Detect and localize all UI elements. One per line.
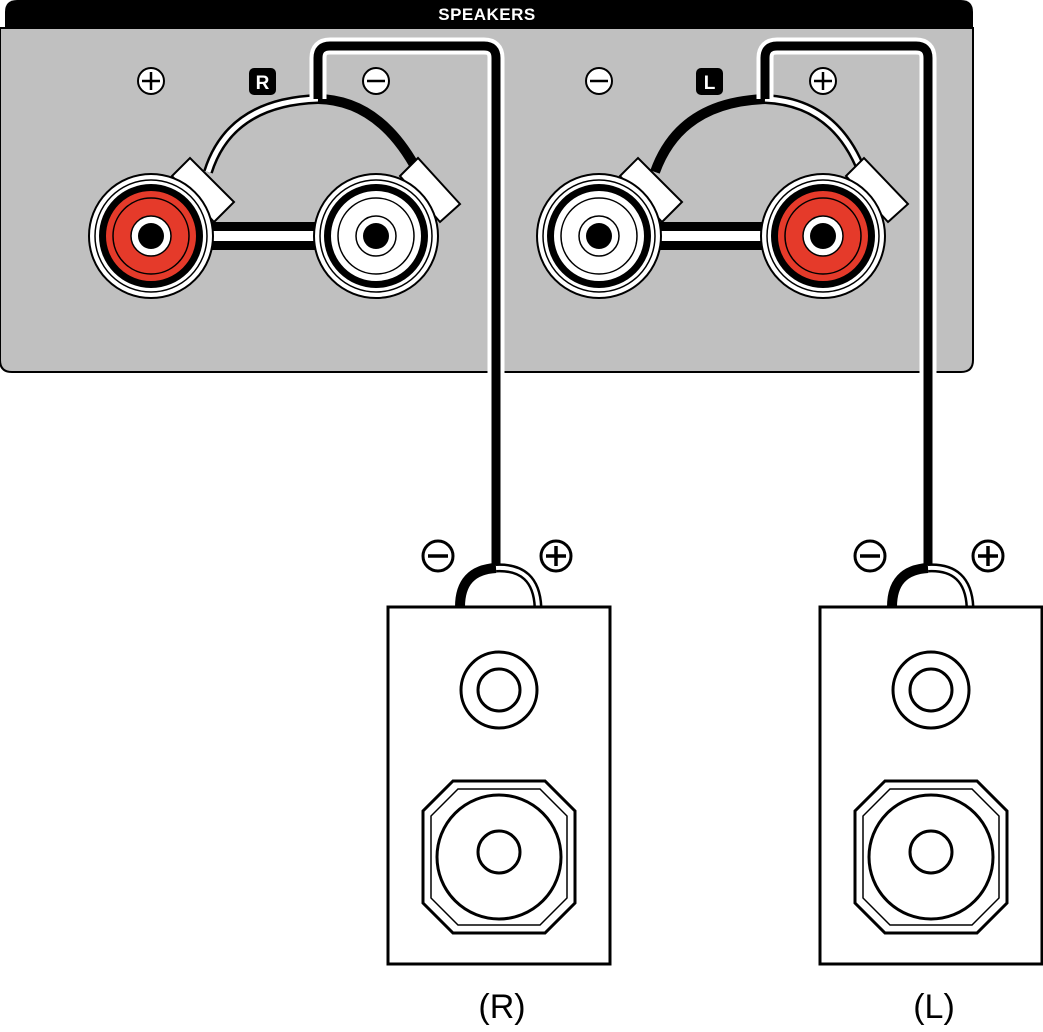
svg-text:L: L	[704, 73, 716, 94]
rear-panel: SPEAKERS	[0, 0, 974, 373]
plus-circle-icon	[809, 67, 837, 95]
right-channel-terminals	[88, 94, 462, 299]
left-negative-terminal	[536, 156, 684, 299]
svg-text:R: R	[256, 73, 270, 94]
minus-circle-icon	[362, 67, 390, 95]
channel-badge-right: R	[249, 68, 276, 95]
right-speaker-cable	[309, 37, 543, 608]
minus-circle-icon	[853, 539, 887, 573]
right-speaker: (R)	[386, 539, 612, 1026]
left-speaker-cable	[756, 37, 975, 608]
right-positive-terminal	[88, 156, 236, 299]
plus-circle-icon	[137, 67, 165, 95]
left-channel-terminals	[536, 94, 910, 299]
panel-polarity-marks	[137, 67, 837, 95]
minus-circle-icon	[421, 539, 455, 573]
right-speaker-label: (R)	[478, 988, 525, 1026]
left-speaker-label: (L)	[913, 988, 955, 1026]
right-negative-terminal	[313, 156, 462, 299]
minus-circle-icon	[585, 67, 613, 95]
channel-badge-left: L	[696, 68, 723, 95]
plus-circle-icon	[971, 539, 1005, 573]
plus-circle-icon	[539, 539, 573, 573]
left-speaker: (L)	[818, 539, 1043, 1026]
panel-title: SPEAKERS	[438, 5, 536, 24]
left-positive-terminal	[760, 156, 910, 299]
